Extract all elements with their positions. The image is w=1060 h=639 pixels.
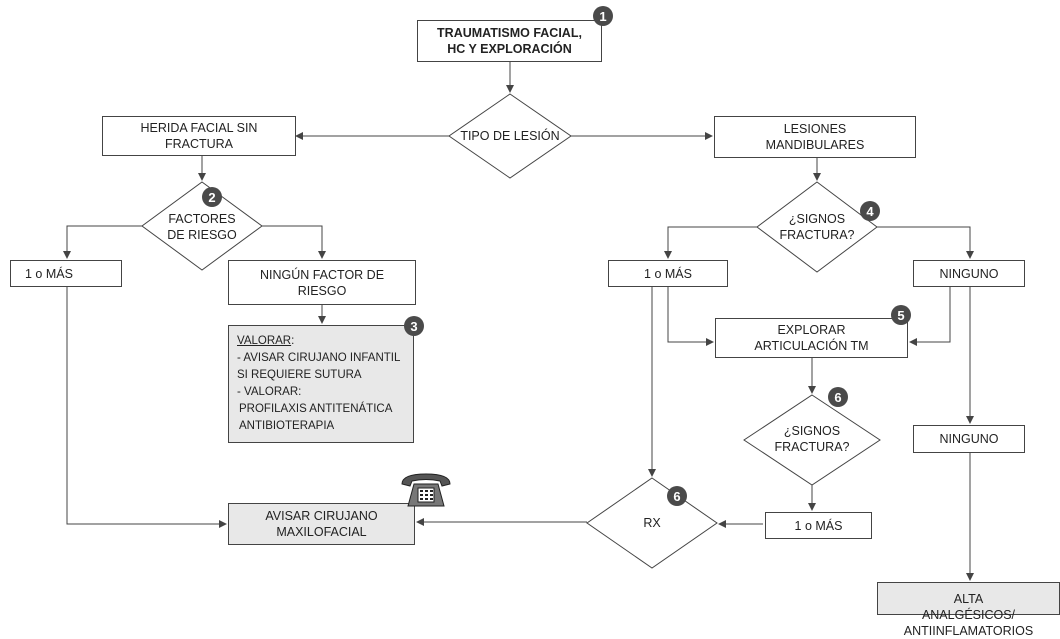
arrow-unomas-explorar [667,287,714,346]
node-ninguno-2: NINGUNO [913,425,1025,453]
telephone-icon [401,473,451,507]
arrow-factores-unomas [63,225,142,259]
valorar-line: - AVISAR CIRUJANO INFANTIL [237,352,401,364]
step-badge-4: 4 [860,201,880,221]
valorar-title-suffix: : [291,335,295,347]
valorar-line: - VALORAR: [237,386,302,398]
valorar-title: VALORAR [237,335,292,347]
arrow-signos1-unomas [664,226,757,259]
step-badge-6: 6 [828,387,848,407]
valorar-title-line: VALORAR: [237,333,405,350]
step-badge-3: 3 [404,316,424,336]
valorar-line: SI REQUIERE SUTURA [237,369,362,381]
valorar-line: ANTIBIOTERAPIA [239,420,335,432]
step-badge-1: 1 [593,6,613,26]
diamond-factores [141,181,263,271]
node-alta: ALTA ANALGÉSICOS/ ANTIINFLAMATORIOS [877,582,1060,638]
diamond-label-factores: FACTORES DE RIESGO [167,212,237,242]
arrow-factores-ningun [262,225,326,259]
node-uno-mas-left: 1 o MÁS [10,260,122,287]
node-herida-facial: HERIDA FACIAL SIN FRACTURA [102,116,296,156]
valorar-box: VALORAR: - AVISAR CIRUJANO INFANTIL SI R… [228,325,414,443]
valorar-line: PROFILAXIS ANTITENÁTICA [239,403,393,415]
node-avisar-cirujano: AVISAR CIRUJANO MAXILOFACIAL [228,503,415,545]
arrow-signos1-ninguno [877,226,974,259]
node-lesiones-mandibulares: LESIONES MANDIBULARES [714,116,916,158]
node-ninguno-1: NINGUNO [913,260,1025,287]
diamond-label-rx: RX [643,516,661,530]
diamond-tipo [448,93,572,179]
diamond-label-signos1: ¿SIGNOS FRACTURA? [779,212,855,242]
diamond-signos1 [756,181,878,273]
step-badge-6: 6 [667,486,687,506]
flowchart-connectors [63,62,974,581]
flowchart: TRAUMATISMO FACIAL, HC Y EXPLORACIÓN HER… [10,6,1060,638]
diamond-label-signos2: ¿SIGNOS FRACTURA? [774,424,850,454]
node-explorar-articulacion: EXPLORAR ARTICULACIÓN TM [715,318,908,358]
node-ningun-factor: NINGÚN FACTOR DE RIESGO [228,260,416,305]
node-uno-mas-right: 1 o MÁS [608,260,728,287]
diamond-label-tipo: TIPO DE LESIÓN [460,129,560,143]
arrow-ninguno-explorar [909,287,951,346]
step-badge-2: 2 [202,187,222,207]
node-traumatismo: TRAUMATISMO FACIAL, HC Y EXPLORACIÓN [417,20,602,62]
arrow-unomas-avisar [66,287,227,528]
node-uno-mas-bottom: 1 o MÁS [765,512,872,539]
step-badge-5: 5 [891,305,911,325]
